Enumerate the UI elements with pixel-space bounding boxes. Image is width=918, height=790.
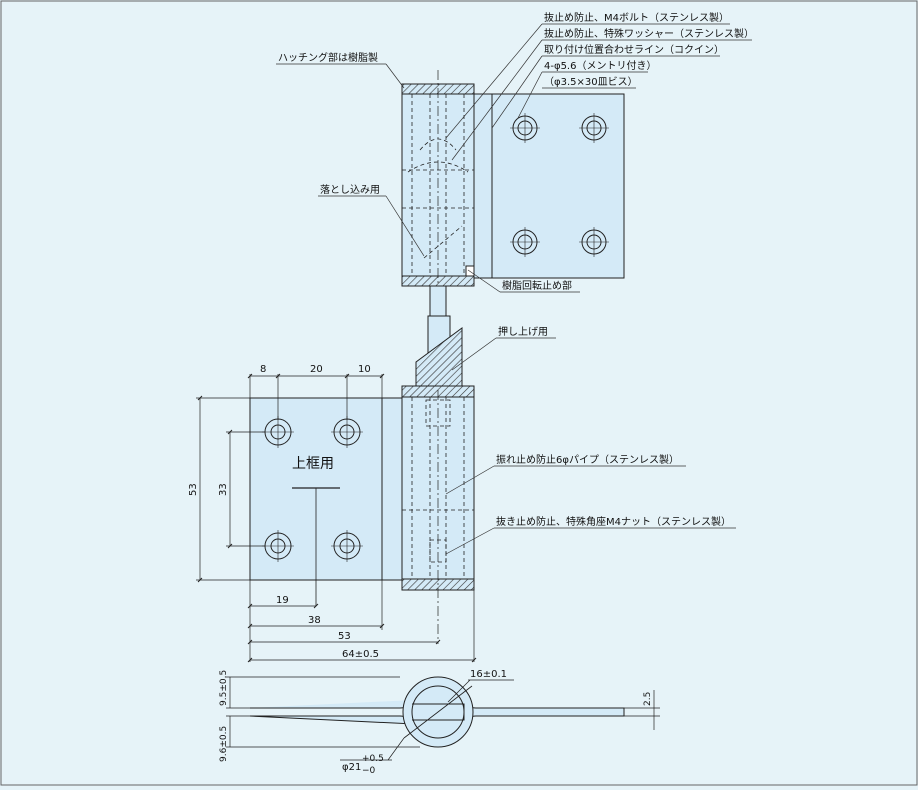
- section-view: [226, 676, 660, 761]
- label-align-line: 取り付け位置合わせライン（コクイン）: [544, 43, 724, 56]
- dim-19: 19: [276, 595, 289, 606]
- label-resin-stop: 樹脂回転止め部: [502, 279, 572, 292]
- label-special-washer: 抜止め防止、特殊ワッシャー（ステンレス製）: [544, 27, 754, 40]
- label-screw: （φ3.5×30皿ビス）: [544, 76, 638, 88]
- dim-64: 64±0.5: [342, 649, 379, 660]
- label-hatch-resin: ハッチング部は樹脂製: [278, 51, 378, 64]
- label-drop-in: 落とし込み用: [320, 184, 380, 196]
- dim-33: 33: [218, 483, 229, 496]
- annotations: ハッチング部は樹脂製 抜止め防止、M4ボルト（ステンレス製） 抜止め防止、特殊ワ…: [188, 11, 754, 776]
- dim-53-horizontal: 53: [338, 631, 351, 642]
- label-holes: 4-φ5.6（メントリ付き）: [544, 59, 656, 72]
- label-upper-frame: 上框用: [292, 456, 334, 472]
- upper-holes: [510, 113, 609, 257]
- hinge-pin: [415, 285, 463, 391]
- dim-9-5: 9.5±0.5: [219, 670, 229, 706]
- dim-53-vertical: 53: [188, 483, 199, 496]
- dim-8: 8: [260, 364, 266, 375]
- upper-hinge: [401, 70, 625, 300]
- dim-21-tol-minus: −0: [362, 766, 376, 776]
- dim-21-tol-plus: +0.5: [362, 754, 384, 764]
- label-nut: 抜き止め防止、特殊角座M4ナット（ステンレス製）: [496, 515, 731, 528]
- dim-10: 10: [358, 364, 371, 375]
- leader-lines: [276, 23, 752, 555]
- dim-20: 20: [310, 364, 323, 375]
- dim-9-6: 9.6±0.5: [219, 726, 229, 762]
- upper-plate: [471, 93, 625, 279]
- label-m4-bolt: 抜止め防止、M4ボルト（ステンレス製）: [544, 11, 729, 24]
- dim-16: 16±0.1: [470, 669, 507, 680]
- dim-38: 38: [308, 615, 321, 626]
- lower-hinge: [249, 385, 475, 644]
- dim-2-5: 2.5: [643, 692, 653, 706]
- label-pipe: 振れ止め防止6φパイプ（ステンレス製）: [496, 453, 679, 466]
- dimension-lines: [196, 373, 477, 663]
- lower-plate: [249, 397, 405, 581]
- dim-21: φ21: [342, 762, 361, 773]
- label-push-up: 押し上げ用: [498, 325, 548, 338]
